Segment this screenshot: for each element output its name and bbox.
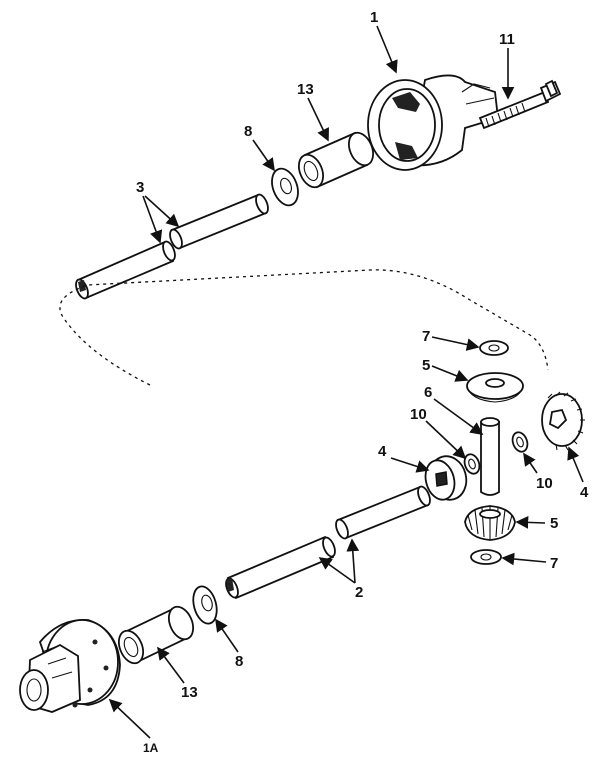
callout-3: 3 xyxy=(136,179,144,196)
callout-10-right: 10 xyxy=(536,475,553,492)
gear-part-4-left xyxy=(424,455,468,501)
callout-10-left: 10 xyxy=(410,406,427,423)
callout-7-bottom: 7 xyxy=(550,555,558,572)
washer-part-10-right xyxy=(511,431,529,453)
washer-part-7-top xyxy=(479,340,509,356)
callout-1a: 1A xyxy=(143,741,159,755)
sleeve-part-13-top xyxy=(297,131,375,189)
washer-part-8-bottom xyxy=(192,585,218,625)
shaft-part-3-lower xyxy=(75,240,176,300)
callout-8-top: 8 xyxy=(244,123,252,140)
callout-7-top: 7 xyxy=(422,328,430,345)
leader-lines xyxy=(108,25,584,739)
callout-5-top: 5 xyxy=(422,357,430,374)
shaft-part-3-upper xyxy=(169,193,269,250)
callout-labels: 1 11 13 8 3 7 5 6 10 4 10 4 5 7 2 8 13 1… xyxy=(136,9,589,755)
callout-8-bottom: 8 xyxy=(235,653,243,670)
bolt-part-11 xyxy=(478,79,562,130)
callout-6: 6 xyxy=(424,384,432,401)
bevel-gear-part-4-right xyxy=(541,391,585,451)
callout-4-left: 4 xyxy=(378,443,387,460)
shaft-part-2-upper xyxy=(335,485,431,540)
sleeve-part-13-bottom xyxy=(117,605,195,665)
dotted-assembly-boundary xyxy=(59,269,549,386)
washer-part-8-top xyxy=(271,167,299,207)
callout-13-top: 13 xyxy=(297,81,314,98)
housing-part-1a xyxy=(19,619,121,713)
shaft-part-2-lower xyxy=(225,535,336,600)
callout-1: 1 xyxy=(370,9,378,26)
pin-part-6 xyxy=(480,417,500,496)
callout-4-right: 4 xyxy=(580,484,589,501)
callout-2: 2 xyxy=(355,584,363,601)
gear-part-5-bottom xyxy=(464,505,516,541)
washer-part-7-bottom xyxy=(470,549,502,565)
callout-11: 11 xyxy=(499,31,515,48)
housing-part-1 xyxy=(367,74,499,171)
washer-part-10-left xyxy=(463,453,481,475)
gear-part-5-top xyxy=(466,372,524,403)
callout-13-bottom: 13 xyxy=(181,684,198,701)
callout-5-bottom: 5 xyxy=(550,515,558,532)
